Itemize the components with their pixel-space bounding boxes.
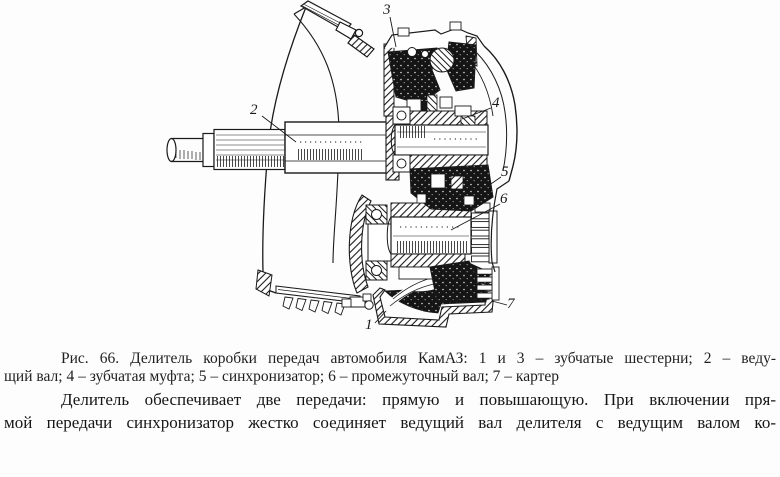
paragraph-line-1: Делитель обеспечивает две передачи: прям… <box>61 390 776 409</box>
callout-label-2: 2 <box>250 102 258 118</box>
cover-bolt <box>397 27 410 37</box>
flywheel-teeth <box>282 296 346 316</box>
gear-coupling-4 <box>454 105 472 117</box>
bell-housing <box>255 6 361 316</box>
intermediate-shaft-assembly <box>348 194 500 302</box>
callout-label-4: 4 <box>492 95 500 111</box>
gear-tooth-stack <box>471 202 500 301</box>
callout-label-3: 3 <box>383 2 391 18</box>
body-paragraph: Делитель обеспечивает две передачи: прям… <box>4 389 776 434</box>
gear-3-section <box>387 47 441 105</box>
figure-caption: Рис. 66. Делитель коробки передач автомо… <box>4 350 776 385</box>
callout-label-7: 7 <box>507 296 515 312</box>
gearbox-section <box>383 21 518 273</box>
caption-line-2: щий вал; 4 – зубчатая муфта; 5 – синхрон… <box>4 367 560 385</box>
caption-line-1: Рис. 66. Делитель коробки передач автомо… <box>61 350 776 367</box>
paragraph-line-2: мой передачи синхронизатор жестко соедин… <box>4 412 776 432</box>
callout-label-1: 1 <box>365 317 373 333</box>
shift-linkage <box>299 0 375 58</box>
callout-label-5: 5 <box>501 164 509 180</box>
callout-label-6: 6 <box>500 191 508 207</box>
input-shaft <box>166 113 400 181</box>
figure-diagram: 1 2 3 4 5 6 7 <box>166 0 518 333</box>
leader-lines <box>261 16 508 324</box>
gearbox-cross-section-drawing <box>166 0 518 328</box>
cover-bolt <box>449 21 462 31</box>
